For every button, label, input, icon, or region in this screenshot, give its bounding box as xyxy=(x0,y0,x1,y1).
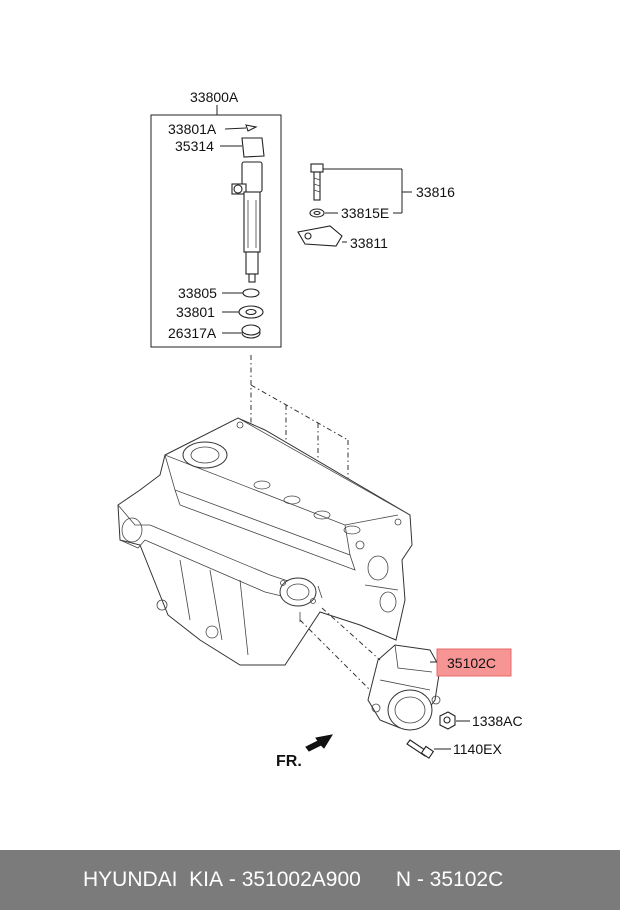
front-indicator: FR. xyxy=(276,734,334,770)
highlight-box xyxy=(436,648,512,677)
highlight-35102C[interactable]: 35102C xyxy=(430,648,512,677)
parts-diagram: 33800A 33801A 35314 33805 33801 2 xyxy=(117,89,523,770)
label-1140EX: 1140EX xyxy=(453,741,502,757)
clamp-icon xyxy=(297,225,343,247)
label-35102C: 35102C xyxy=(447,655,496,671)
injector-kit-box xyxy=(150,114,282,348)
label-33801: 33801 xyxy=(176,304,215,320)
label-1338AC: 1338AC xyxy=(472,713,523,729)
engine-block-illustration xyxy=(117,417,413,666)
label-33811: 33811 xyxy=(350,235,388,251)
front-arrow-icon xyxy=(305,734,334,752)
label-front: FR. xyxy=(276,753,302,770)
throttle-body-illustration xyxy=(299,607,441,731)
label-33800A: 33800A xyxy=(190,89,239,105)
footer-n-value: 35102C xyxy=(429,868,504,891)
nut-group: 1338AC xyxy=(439,711,523,730)
clamp-group: 33816 33815E 33811 xyxy=(297,163,455,251)
footer-sep: - xyxy=(223,868,242,891)
o-ring-icon xyxy=(242,288,260,298)
footer-brand: HYUNDAI KIA xyxy=(83,868,224,891)
bolt2-group: 1140EX xyxy=(406,739,502,759)
label-33805: 33805 xyxy=(178,285,217,301)
label-33815E: 33815E xyxy=(341,205,389,221)
injector-clip-icon xyxy=(245,124,258,132)
label-26317A: 26317A xyxy=(168,325,217,341)
part-info-footer: HYUNDAI KIA - 351002A900 N - 35102C xyxy=(0,850,620,910)
injector-icon xyxy=(231,161,263,283)
label-35314: 35314 xyxy=(175,138,214,154)
footer-gap xyxy=(361,850,396,910)
footer-n-prefix: N - xyxy=(395,868,430,891)
label-33816: 33816 xyxy=(416,184,455,200)
injector-assembly: 33800A 33801A 35314 33805 33801 2 xyxy=(150,89,282,348)
label-33801A: 33801A xyxy=(168,121,217,137)
footer-part-number: 351002A900 xyxy=(241,868,361,891)
injector-cap-icon xyxy=(241,137,265,158)
bolt-icon xyxy=(310,163,324,201)
manifold-flange-icon xyxy=(279,577,323,622)
